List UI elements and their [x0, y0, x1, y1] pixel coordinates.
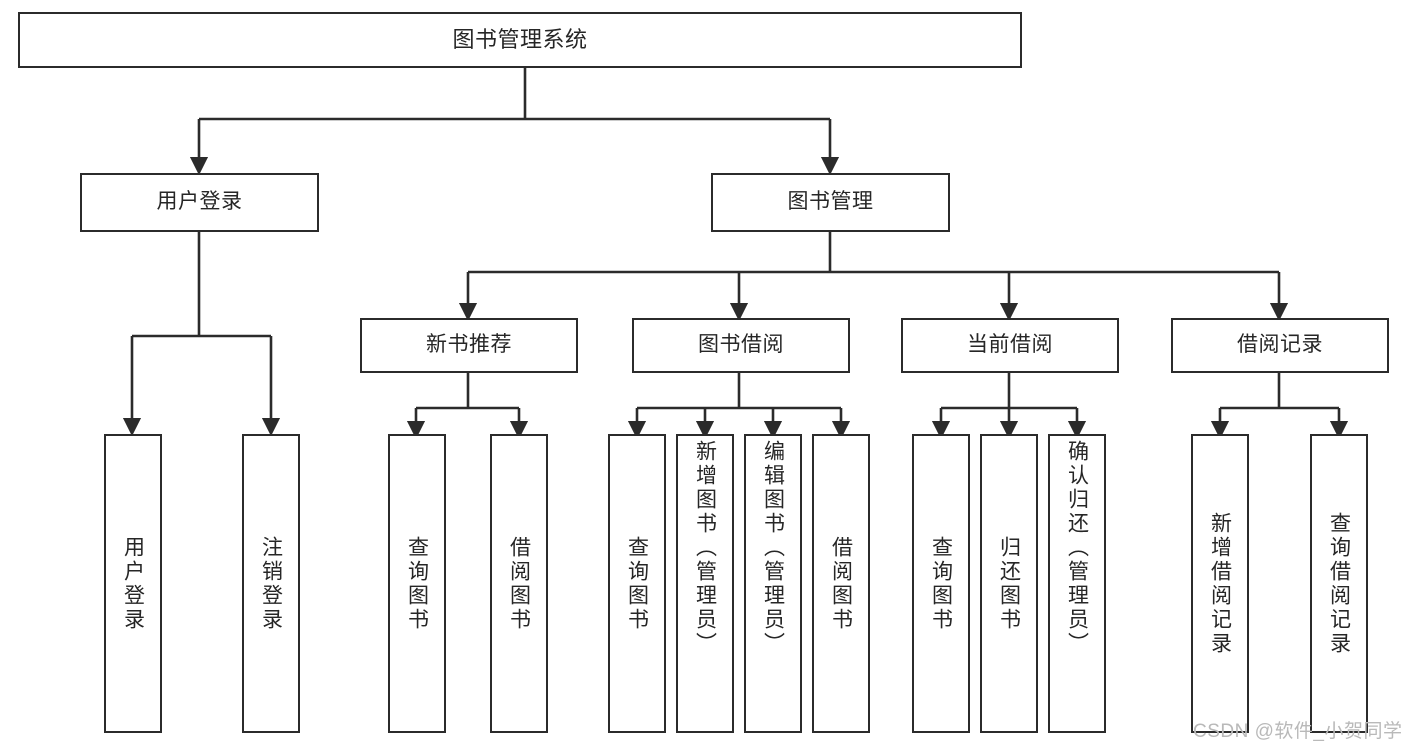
leaf-borrow-borrow-book-label: 借阅图书 [829, 535, 853, 632]
node-current-borrow[interactable]: 当前借阅 [901, 318, 1119, 373]
node-book-management-label: 图书管理 [787, 190, 874, 214]
leaf-borrow-borrow-book[interactable]: 借阅图书 [812, 434, 870, 733]
node-new-book-recommend[interactable]: 新书推荐 [360, 318, 578, 373]
leaf-borrow-query-book[interactable]: 查询图书 [608, 434, 666, 733]
leaf-new-book-borrow[interactable]: 借阅图书 [490, 434, 548, 733]
leaf-borrow-edit-book-admin-label: 编辑图书（管理员） [761, 440, 785, 656]
node-new-book-recommend-label: 新书推荐 [426, 333, 512, 357]
leaf-current-query-book[interactable]: 查询图书 [912, 434, 970, 733]
leaf-current-return-book[interactable]: 归还图书 [980, 434, 1038, 733]
node-current-borrow-label: 当前借阅 [967, 333, 1053, 357]
leaf-records-query-record-label: 查询借阅记录 [1327, 511, 1351, 656]
node-root-label: 图书管理系统 [452, 27, 588, 53]
node-user-login[interactable]: 用户登录 [80, 173, 319, 232]
leaf-borrow-add-book-admin-label: 新增图书（管理员） [693, 440, 717, 656]
leaf-current-query-book-label: 查询图书 [929, 535, 953, 632]
node-user-login-label: 用户登录 [156, 190, 243, 214]
node-borrow-records-label: 借阅记录 [1237, 333, 1323, 357]
leaf-borrow-query-book-label: 查询图书 [625, 535, 649, 632]
leaf-borrow-edit-book-admin[interactable]: 编辑图书（管理员） [744, 434, 802, 733]
leaf-records-add-record[interactable]: 新增借阅记录 [1191, 434, 1249, 733]
leaf-user-login-signin[interactable]: 用户登录 [104, 434, 162, 733]
leaf-user-login-signin-label: 用户登录 [121, 535, 145, 632]
node-book-management[interactable]: 图书管理 [711, 173, 950, 232]
leaf-current-confirm-return-admin[interactable]: 确认归还（管理员） [1048, 434, 1106, 733]
leaf-new-book-borrow-label: 借阅图书 [507, 535, 531, 632]
leaf-records-add-record-label: 新增借阅记录 [1208, 511, 1232, 656]
node-borrow-records[interactable]: 借阅记录 [1171, 318, 1389, 373]
leaf-user-login-signout-label: 注销登录 [259, 535, 283, 632]
leaf-current-return-book-label: 归还图书 [997, 535, 1021, 632]
leaf-records-query-record[interactable]: 查询借阅记录 [1310, 434, 1368, 733]
leaf-current-confirm-return-admin-label: 确认归还（管理员） [1065, 440, 1089, 656]
watermark: CSDN @软件_小贺同学 [1193, 721, 1403, 742]
leaf-borrow-add-book-admin[interactable]: 新增图书（管理员） [676, 434, 734, 733]
leaf-new-book-query[interactable]: 查询图书 [388, 434, 446, 733]
node-root[interactable]: 图书管理系统 [18, 12, 1022, 68]
node-book-borrow[interactable]: 图书借阅 [632, 318, 850, 373]
node-book-borrow-label: 图书借阅 [698, 333, 784, 357]
leaf-user-login-signout[interactable]: 注销登录 [242, 434, 300, 733]
leaf-new-book-query-label: 查询图书 [405, 535, 429, 632]
